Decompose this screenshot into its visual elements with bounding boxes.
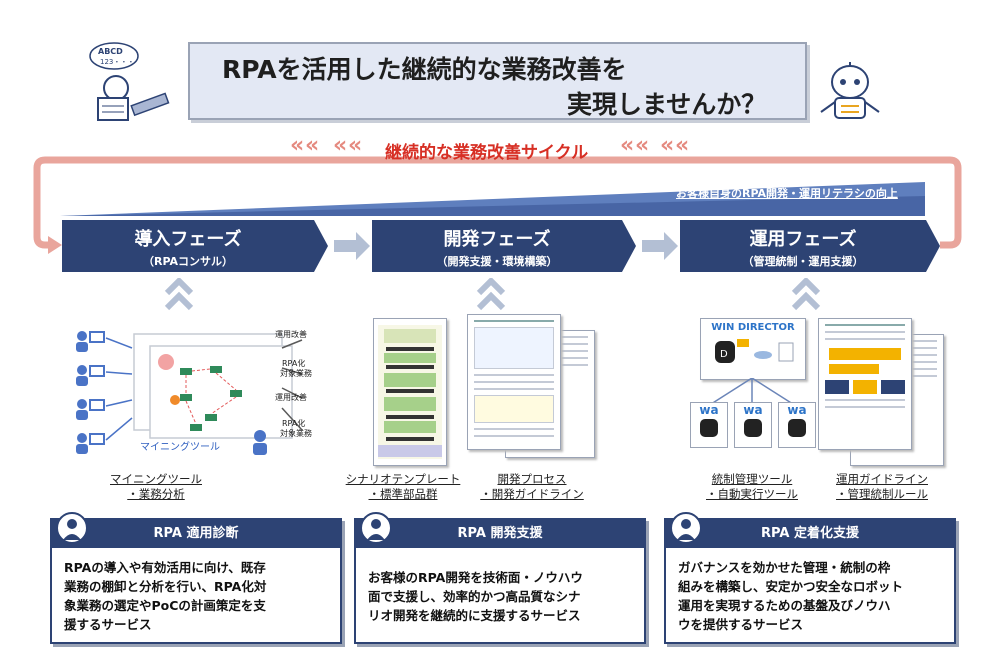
phase-subtitle: （開発支援・環境構築） [436,255,558,268]
cycle-chevron-left-1: « [290,133,304,158]
wa-server-3: wa [778,402,816,448]
sub-label-line: マイニングツール [110,472,202,486]
up-chevron-1 [164,278,194,311]
desc-line: 援するサービス [64,617,152,632]
desc-line: 象業務の選定やPoCの計画策定を支 [64,598,266,613]
service-card-diagnosis: RPA 適用診断 RPAの導入や有効活用に向け、既存 業務の棚卸と分析を行い、R… [50,512,342,644]
sub-label-line: シナリオテンプレート [345,472,461,486]
sub-label-control-tool: 統制管理ツール ・自動実行ツール [692,472,812,502]
rpa-label-1-top: RPA化 [282,359,306,368]
sub-label-op-guideline: 運用ガイドライン ・管理統制ルール [826,472,938,502]
phase-arrow-2 [622,220,678,272]
op-guideline-doc-front [818,318,912,450]
consultant-avatar [56,512,88,544]
desc-line: 運用を実現するための基盤及びノウハ [678,598,891,613]
phase-arrow-tail [926,220,940,272]
cycle-chevron-right-3: « [660,133,674,158]
mascot-robot [815,62,885,122]
desc-line: リオ開発を継続的に支援するサービス [368,608,581,623]
phase-arrow-1 [314,220,370,272]
op-label-2: 運用改善 [275,393,307,402]
cycle-chevron-left-4: « [348,133,362,158]
mining-illustration: マイニングツール 運用改善 RPA化 対象業務 運用改善 RPA化 対象業務 [70,318,330,468]
cycle-chevron-right-1: « [620,133,634,158]
service-card-title: RPA 開発支援 [356,520,644,548]
sub-label-line: 運用ガイドライン [836,472,928,486]
cycle-chevron-left-2: « [305,133,319,158]
svg-text:D: D [720,349,728,360]
desc-line: RPAの導入や有効活用に向け、既存 [64,560,266,575]
sub-label-line: ・業務分析 [127,487,185,501]
wa-logo: wa [743,403,763,417]
op-label-1: 運用改善 [275,330,307,339]
win-director-box: WIN DIRECTOR D [700,318,806,380]
page-title-line1: RPAを活用した継続的な業務改善を [222,55,627,84]
desc-line: 組みを構築し、安定かつ安全なロボット [678,579,904,594]
literacy-label: お客様自身のRPA開発・運用リテラシの向上 [676,187,898,200]
desc-line: 業務の棚卸と分析を行い、RPA化対 [64,579,267,594]
wa-logo: wa [699,403,719,417]
svg-text:123・・・: 123・・・ [100,58,134,66]
scenario-template-thumbnail [373,318,447,466]
cycle-chevron-right-4: « [675,133,689,158]
up-chevron-3 [791,278,821,311]
rpa-label-2-top: RPA化 [282,419,306,428]
desc-line: 面で支援し、効率的かつ高品質なシナ [368,589,581,604]
cycle-label: 継続的な業務改善サイクル [385,143,589,163]
phase-introduction: 導入フェーズ （RPAコンサル） [62,220,314,272]
consultant-avatar [670,512,702,544]
sub-label-dev-process: 開発プロセス ・開発ガイドライン [472,472,592,502]
sub-label-line: ・管理統制ルール [836,487,928,501]
phase-title: 導入フェーズ [134,229,242,250]
desc-line: ウを提供するサービス [678,617,804,632]
service-card-description: RPAの導入や有効活用に向け、既存 業務の棚卸と分析を行い、RPA化対 象業務の… [52,548,340,634]
sub-label-line: ・標準部品群 [368,487,438,501]
service-card-description: お客様のRPA開発を技術面・ノウハウ 面で支援し、効率的かつ高品質なシナ リオ開… [356,548,644,625]
service-card-title: RPA 適用診断 [52,520,340,548]
sub-label-line: 開発プロセス [497,472,567,486]
cycle-loop-arrow [33,156,962,254]
sub-label-line: 統制管理ツール [711,472,793,486]
wa-logo: wa [787,403,807,417]
up-chevron-2 [476,278,506,311]
sub-label-line: ・開発ガイドライン [480,487,584,501]
desc-line: ガバナンスを効かせた管理・統制の枠 [678,560,891,575]
dev-process-doc-front [467,314,561,450]
win-director-logo: WIN DIRECTOR [711,322,795,333]
win-director-diagram: WIN DIRECTOR D wa wa wa [688,318,816,468]
rpa-label-1-bottom: 対象業務 [280,369,312,378]
svg-text:ABCD: ABCD [98,47,123,56]
doodle-left: ABCD 123・・・ [88,42,178,122]
phase-title: 運用フェーズ [749,229,857,250]
phase-development: 開発フェーズ （開発支援・環境構築） [372,220,622,272]
service-card-description: ガバナンスを効かせた管理・統制の枠 組みを構築し、安定かつ安全なロボット 運用を… [666,548,954,634]
consultant-avatar [360,512,392,544]
cycle-chevron-left-3: « [333,133,347,158]
rpa-label-2-bottom: 対象業務 [280,429,312,438]
wa-server-2: wa [734,402,772,448]
service-card-title: RPA 定着化支援 [666,520,954,548]
sub-label-line: ・自動実行ツール [706,487,798,501]
desc-line: お客様のRPA開発を技術面・ノウハウ [368,570,583,585]
page-title-line2: 実現しませんか？ [567,90,767,119]
phase-subtitle: （管理統制・運用支援） [742,255,864,268]
cycle-chevron-right-2: « [635,133,649,158]
sub-label-scenario: シナリオテンプレート ・標準部品群 [338,472,468,502]
service-card-development: RPA 開発支援 お客様のRPA開発を技術面・ノウハウ 面で支援し、効率的かつ高… [354,512,646,644]
phase-title: 開発フェーズ [443,229,551,250]
title-box [188,42,807,120]
service-card-establishment: RPA 定着化支援 ガバナンスを効かせた管理・統制の枠 組みを構築し、安定かつ安… [664,512,956,644]
mining-tool-label: マイニングツール [140,442,220,453]
phase-operation: 運用フェーズ （管理統制・運用支援） [680,220,926,272]
wa-server-1: wa [690,402,728,448]
sub-label-mining: マイニングツール ・業務分析 [96,472,216,502]
phase-subtitle: （RPAコンサル） [142,255,234,268]
